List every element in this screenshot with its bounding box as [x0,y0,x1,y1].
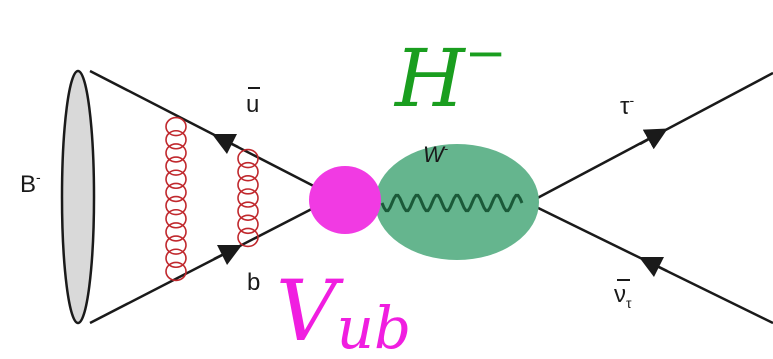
gluon-left-loop [165,143,187,163]
gluon-left-loop [165,208,187,229]
gluon-left-loop [165,156,187,176]
gluon-left-loop [165,261,187,282]
gluon-left-loop [165,248,187,269]
lower-quark-arrow [213,244,243,266]
w-boson-wavy-line [380,193,524,213]
gluon-left-loop [165,182,187,203]
vub-blob [309,166,381,234]
gluon-left-loop [165,195,187,216]
gluon-right-loop [237,188,259,208]
upper-quark-label: u [246,91,259,118]
higgs-blob [375,144,539,260]
vub-label: Vub [276,262,411,354]
meson-label: B- [20,169,41,198]
gluon-right-loop [237,175,259,195]
higgs-label: H− [393,24,507,125]
tau-arrow [639,128,668,150]
gluon-right-loop [237,161,259,182]
gluon-left-loop [165,222,187,242]
lower-quark-label: b [247,269,260,296]
gluon-right-loop [237,201,259,221]
b-meson-ellipse [60,69,96,325]
gluon-right-loop [237,148,259,169]
gluon-left-loop [165,129,187,150]
upper-quark-arrow [211,133,239,155]
neutrino-label: ντ [614,281,632,311]
gluon-left-loop [165,235,187,255]
gluon-right-loop [237,227,259,248]
gluon-right-loop [237,214,259,235]
upper-quark-line [89,69,336,199]
lower-quark-line [89,195,336,325]
neutrino-arrow [638,256,668,278]
gluon-lines [165,116,259,282]
gluon-left-loop [165,116,187,137]
boson-label: W- [423,141,449,167]
gluon-left-loop [165,169,187,190]
tau-label: τ- [620,92,634,120]
